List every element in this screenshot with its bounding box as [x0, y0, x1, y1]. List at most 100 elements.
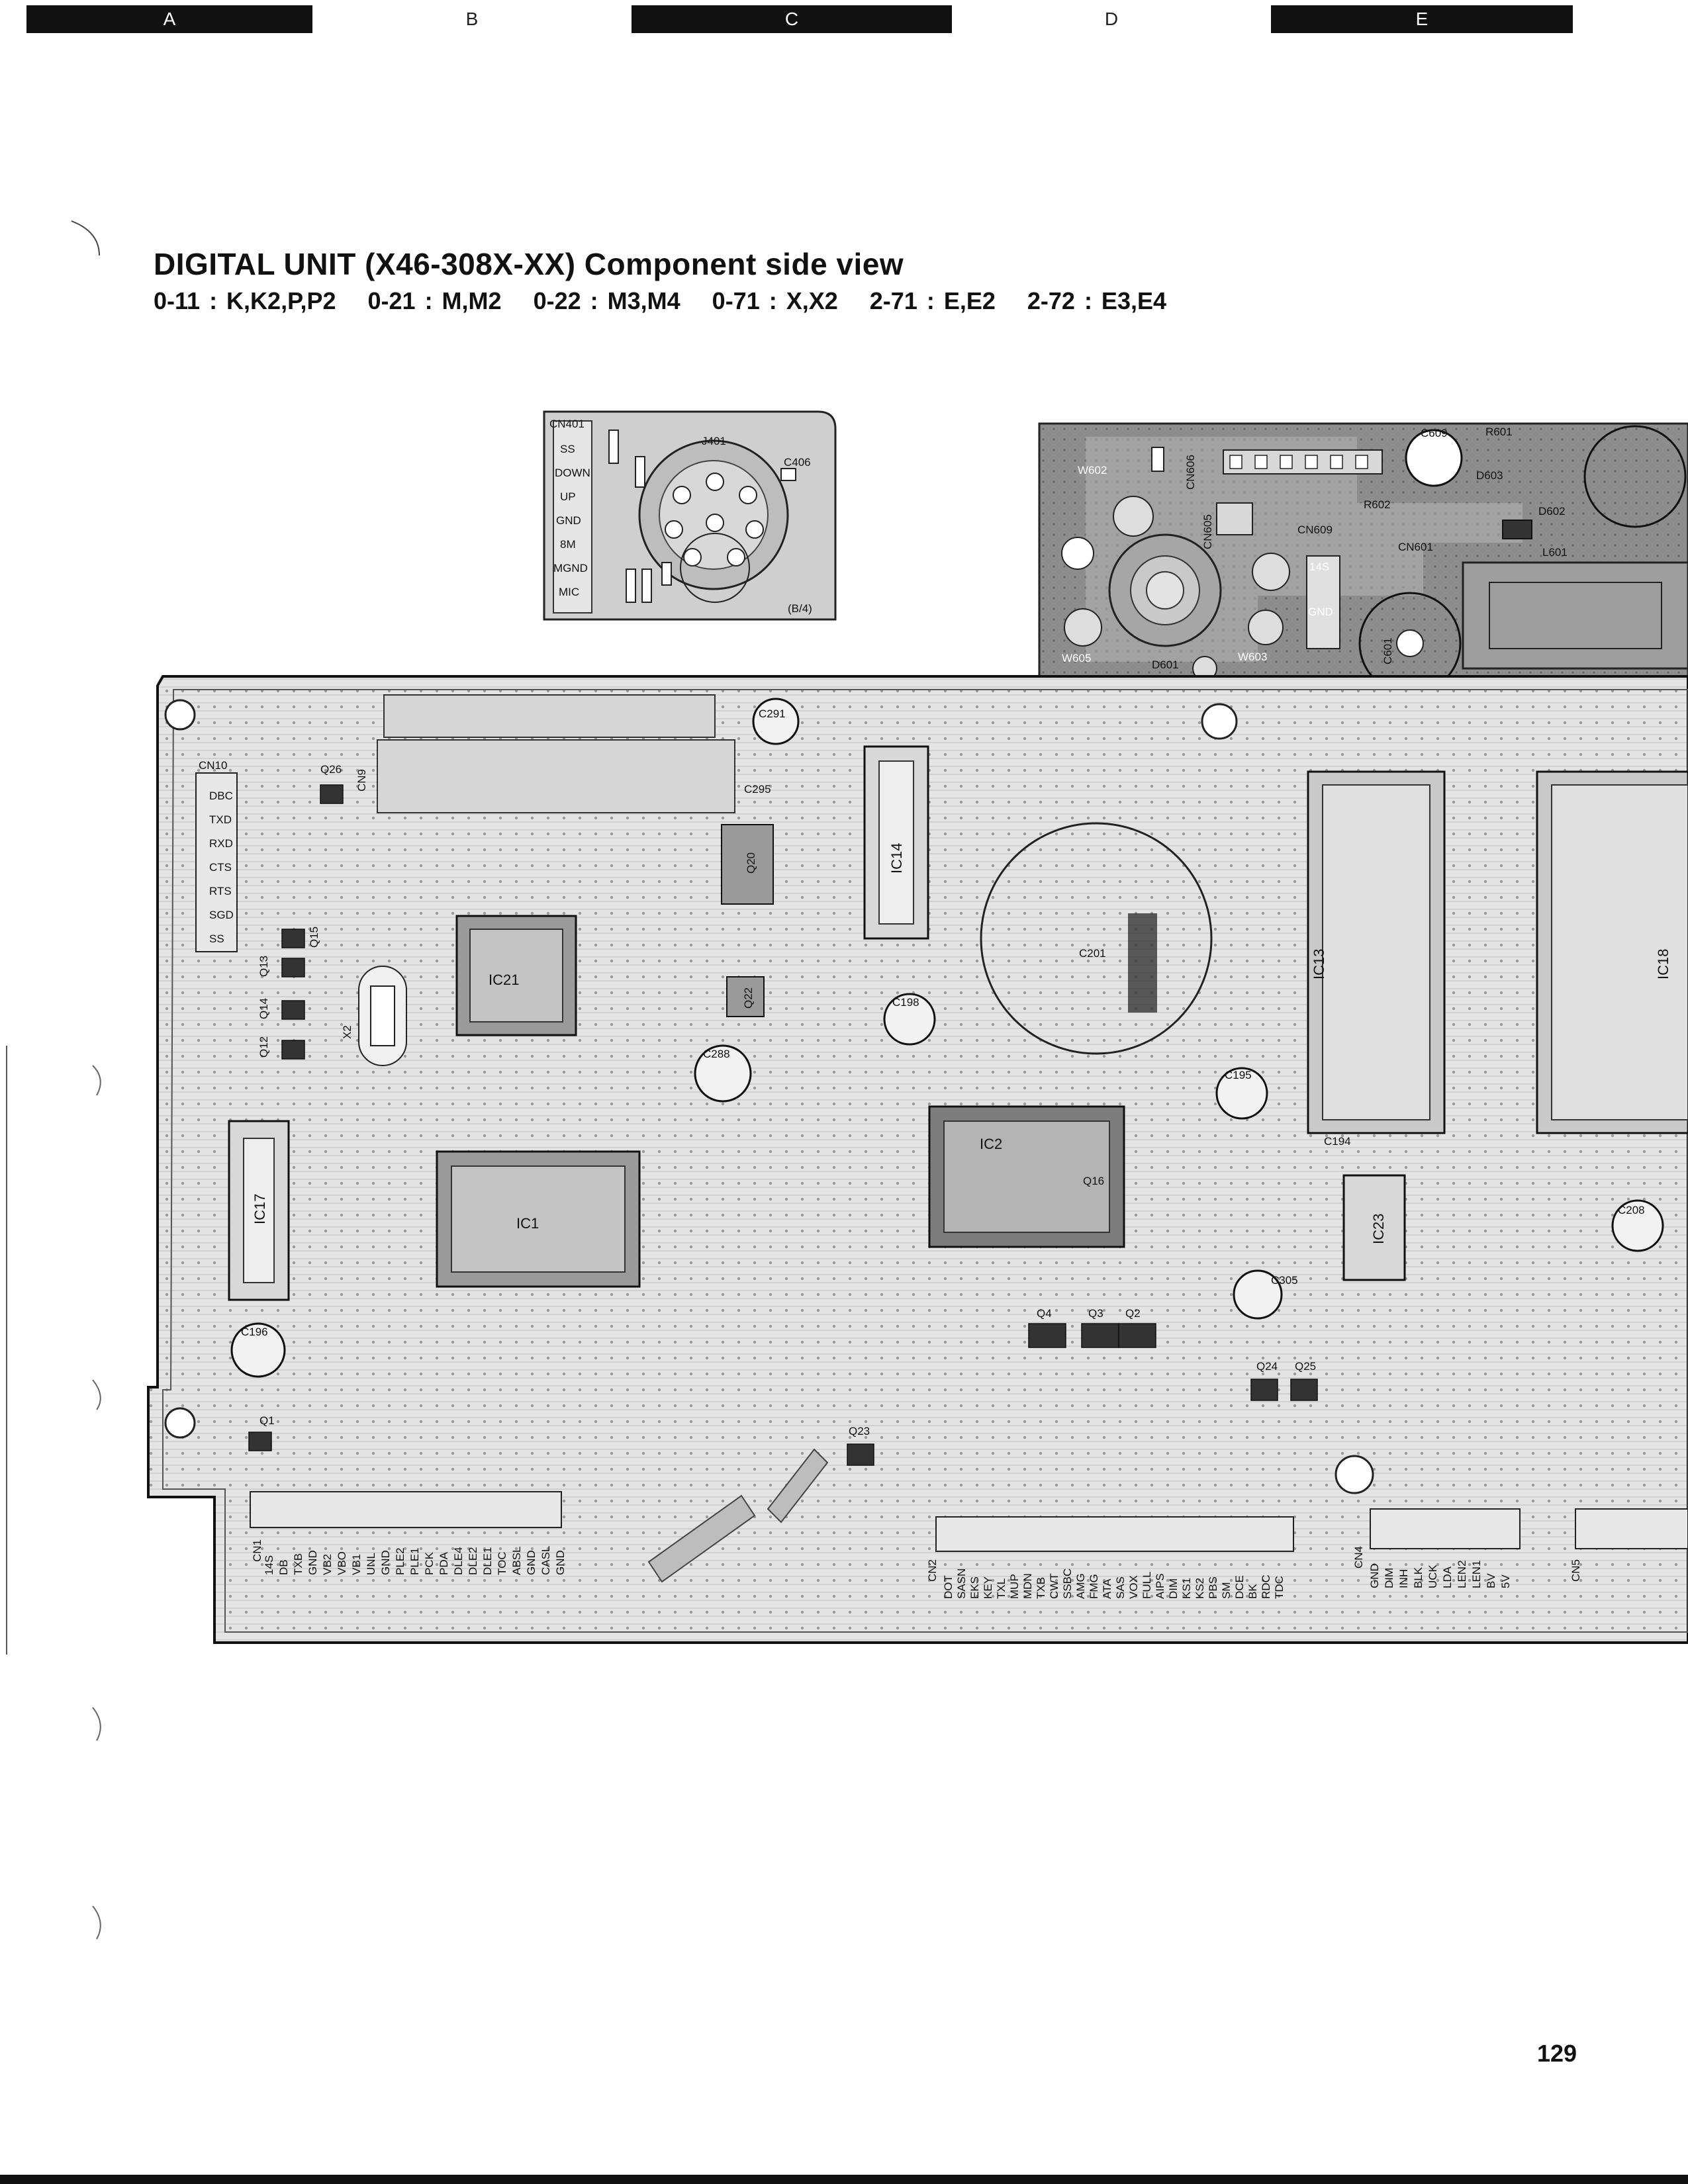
- cn2-pin: MUP: [1008, 1574, 1021, 1599]
- transistor-label: Q25: [1295, 1360, 1316, 1373]
- transistor-label: Q13: [258, 956, 270, 977]
- cn1-pin: DLE2: [467, 1547, 479, 1575]
- cn10-pin: TXD: [209, 813, 232, 826]
- cap-label: C194: [1324, 1135, 1351, 1148]
- power-board-label: C609: [1421, 427, 1448, 439]
- transistor-label: Q23: [849, 1425, 870, 1437]
- cn2-pin: DIM: [1167, 1578, 1180, 1599]
- transistor-label: Q14: [258, 998, 270, 1019]
- cap-label: C196: [241, 1326, 268, 1338]
- cn1-pin: VBO: [336, 1551, 348, 1575]
- transistor-label: Q3: [1088, 1307, 1103, 1320]
- mic-pin-label: GND: [556, 514, 581, 527]
- power-board-label: R601: [1485, 426, 1513, 438]
- mic-pin-label: UP: [560, 490, 576, 503]
- power-board-label: CN609: [1297, 523, 1333, 536]
- transistor-label: Q12: [258, 1036, 270, 1058]
- cap-label: C288: [703, 1048, 730, 1060]
- power-board-label: CN605: [1201, 514, 1214, 549]
- transistor-label: Q22: [742, 987, 755, 1009]
- connector-label: CN2: [926, 1559, 939, 1582]
- cap-label: C195: [1225, 1069, 1252, 1081]
- ic-label: IC23: [1370, 1214, 1387, 1244]
- power-board-label: R602: [1364, 498, 1391, 511]
- transistor-label: Q26: [320, 763, 342, 776]
- variant-item: 0-71 : X,X2: [712, 287, 838, 314]
- transistor-label: Q16: [1083, 1175, 1104, 1187]
- cn2-pin: FMG: [1088, 1574, 1100, 1599]
- transistor-label: Q15: [308, 927, 320, 948]
- crystal-label: X2: [341, 1025, 353, 1039]
- cn4-pin: BLK: [1412, 1567, 1425, 1588]
- cn2-pin: VOX: [1127, 1575, 1140, 1599]
- grid-cell-e: E: [1271, 5, 1573, 33]
- mic-board-code: (B/4): [788, 602, 812, 615]
- variant-item: 0-21 : M,M2: [367, 287, 502, 314]
- transistor-label: Q2: [1125, 1307, 1141, 1320]
- cn1-pin: DLE1: [481, 1547, 494, 1575]
- page-number: 129: [1537, 2040, 1577, 2067]
- cn1-pin: DLE4: [452, 1547, 465, 1575]
- cn4-pin: LEN1: [1470, 1560, 1483, 1588]
- power-board-label: W605: [1062, 652, 1091, 664]
- cn4-pin: BV: [1485, 1573, 1497, 1588]
- cn2-pin: CWT: [1048, 1573, 1060, 1599]
- ic-label: IC1: [516, 1215, 539, 1232]
- cn2-pin: SSBC: [1061, 1569, 1074, 1599]
- cn1-pin: VB2: [321, 1554, 334, 1575]
- cn4-pin: INH: [1397, 1569, 1410, 1588]
- connector-label: CN9: [355, 769, 368, 792]
- cn4-pin: GND: [1368, 1563, 1381, 1588]
- variant-item: 2-72 : E3,E4: [1027, 287, 1167, 314]
- cn2-pin: KS2: [1194, 1578, 1206, 1599]
- cn2-pin: AMG: [1074, 1573, 1087, 1599]
- cn2-pin: TDC: [1273, 1576, 1286, 1599]
- cn2-pin: ATA: [1101, 1578, 1113, 1599]
- transistor-label: Q20: [745, 852, 757, 874]
- cn1-pin: CASL: [539, 1546, 552, 1575]
- grid-strip: A B C D E: [0, 0, 1688, 33]
- cn4-pin: LEN2: [1456, 1560, 1468, 1588]
- cn1-pin: PLE1: [408, 1547, 421, 1575]
- margin-curve: [71, 220, 100, 256]
- cn1-pin: GND: [525, 1550, 538, 1575]
- cn10-pin: CTS: [209, 861, 232, 874]
- grid-cell-a: A: [26, 5, 312, 33]
- cn2-pin: AIPS: [1154, 1573, 1166, 1599]
- cn10-pin: RTS: [209, 885, 232, 897]
- cn4-pin: 5V: [1499, 1574, 1512, 1588]
- connector-label: CN5: [1570, 1559, 1582, 1582]
- margin-curve: [92, 1065, 101, 1096]
- cn2-pin: DCE: [1233, 1575, 1246, 1599]
- cap-label: C201: [1079, 947, 1106, 960]
- grid-cell-b: B: [312, 5, 632, 33]
- connector-label: CN10: [199, 759, 227, 772]
- power-board-label: CN606: [1184, 455, 1197, 490]
- cn1-pin: DB: [277, 1559, 290, 1575]
- power-board-label: W603: [1238, 651, 1267, 663]
- cap-label: C291: [759, 707, 786, 720]
- cn2-pin: EKS: [968, 1576, 981, 1599]
- cap-label: C208: [1618, 1204, 1645, 1216]
- variant-item: 0-11 : K,K2,P,P2: [154, 287, 336, 314]
- cn10-pin: DBC: [209, 790, 233, 802]
- power-board-label: 14S: [1309, 561, 1329, 573]
- cap-label: C305: [1271, 1274, 1298, 1287]
- variant-list: 0-11 : K,K2,P,P2 0-21 : M,M2 0-22 : M3,M…: [154, 287, 1189, 315]
- cn4-pin: UCK: [1427, 1564, 1439, 1588]
- cn1-pin: TOC: [496, 1551, 508, 1575]
- cn1-pin: PLE2: [394, 1547, 406, 1575]
- cap-label: C198: [892, 996, 919, 1009]
- ic-label: IC17: [252, 1194, 268, 1224]
- mic-pin-label: MIC: [559, 586, 579, 598]
- cn1-pin: ABSL: [510, 1547, 523, 1575]
- margin-curve: [92, 1905, 101, 1940]
- grid-cell-c: C: [632, 5, 952, 33]
- cn2-pin: DOT: [942, 1575, 955, 1599]
- ic-label: IC21: [489, 972, 519, 988]
- power-board-label: L601: [1542, 546, 1568, 559]
- power-board-label: D603: [1476, 469, 1503, 482]
- cn1-pin: 14S: [263, 1555, 275, 1575]
- cn2-pin: MDN: [1021, 1573, 1034, 1599]
- main-board: CN10 DBC TXD RXD CTS RTS SGD SS CN9 Q26 …: [147, 675, 1688, 1644]
